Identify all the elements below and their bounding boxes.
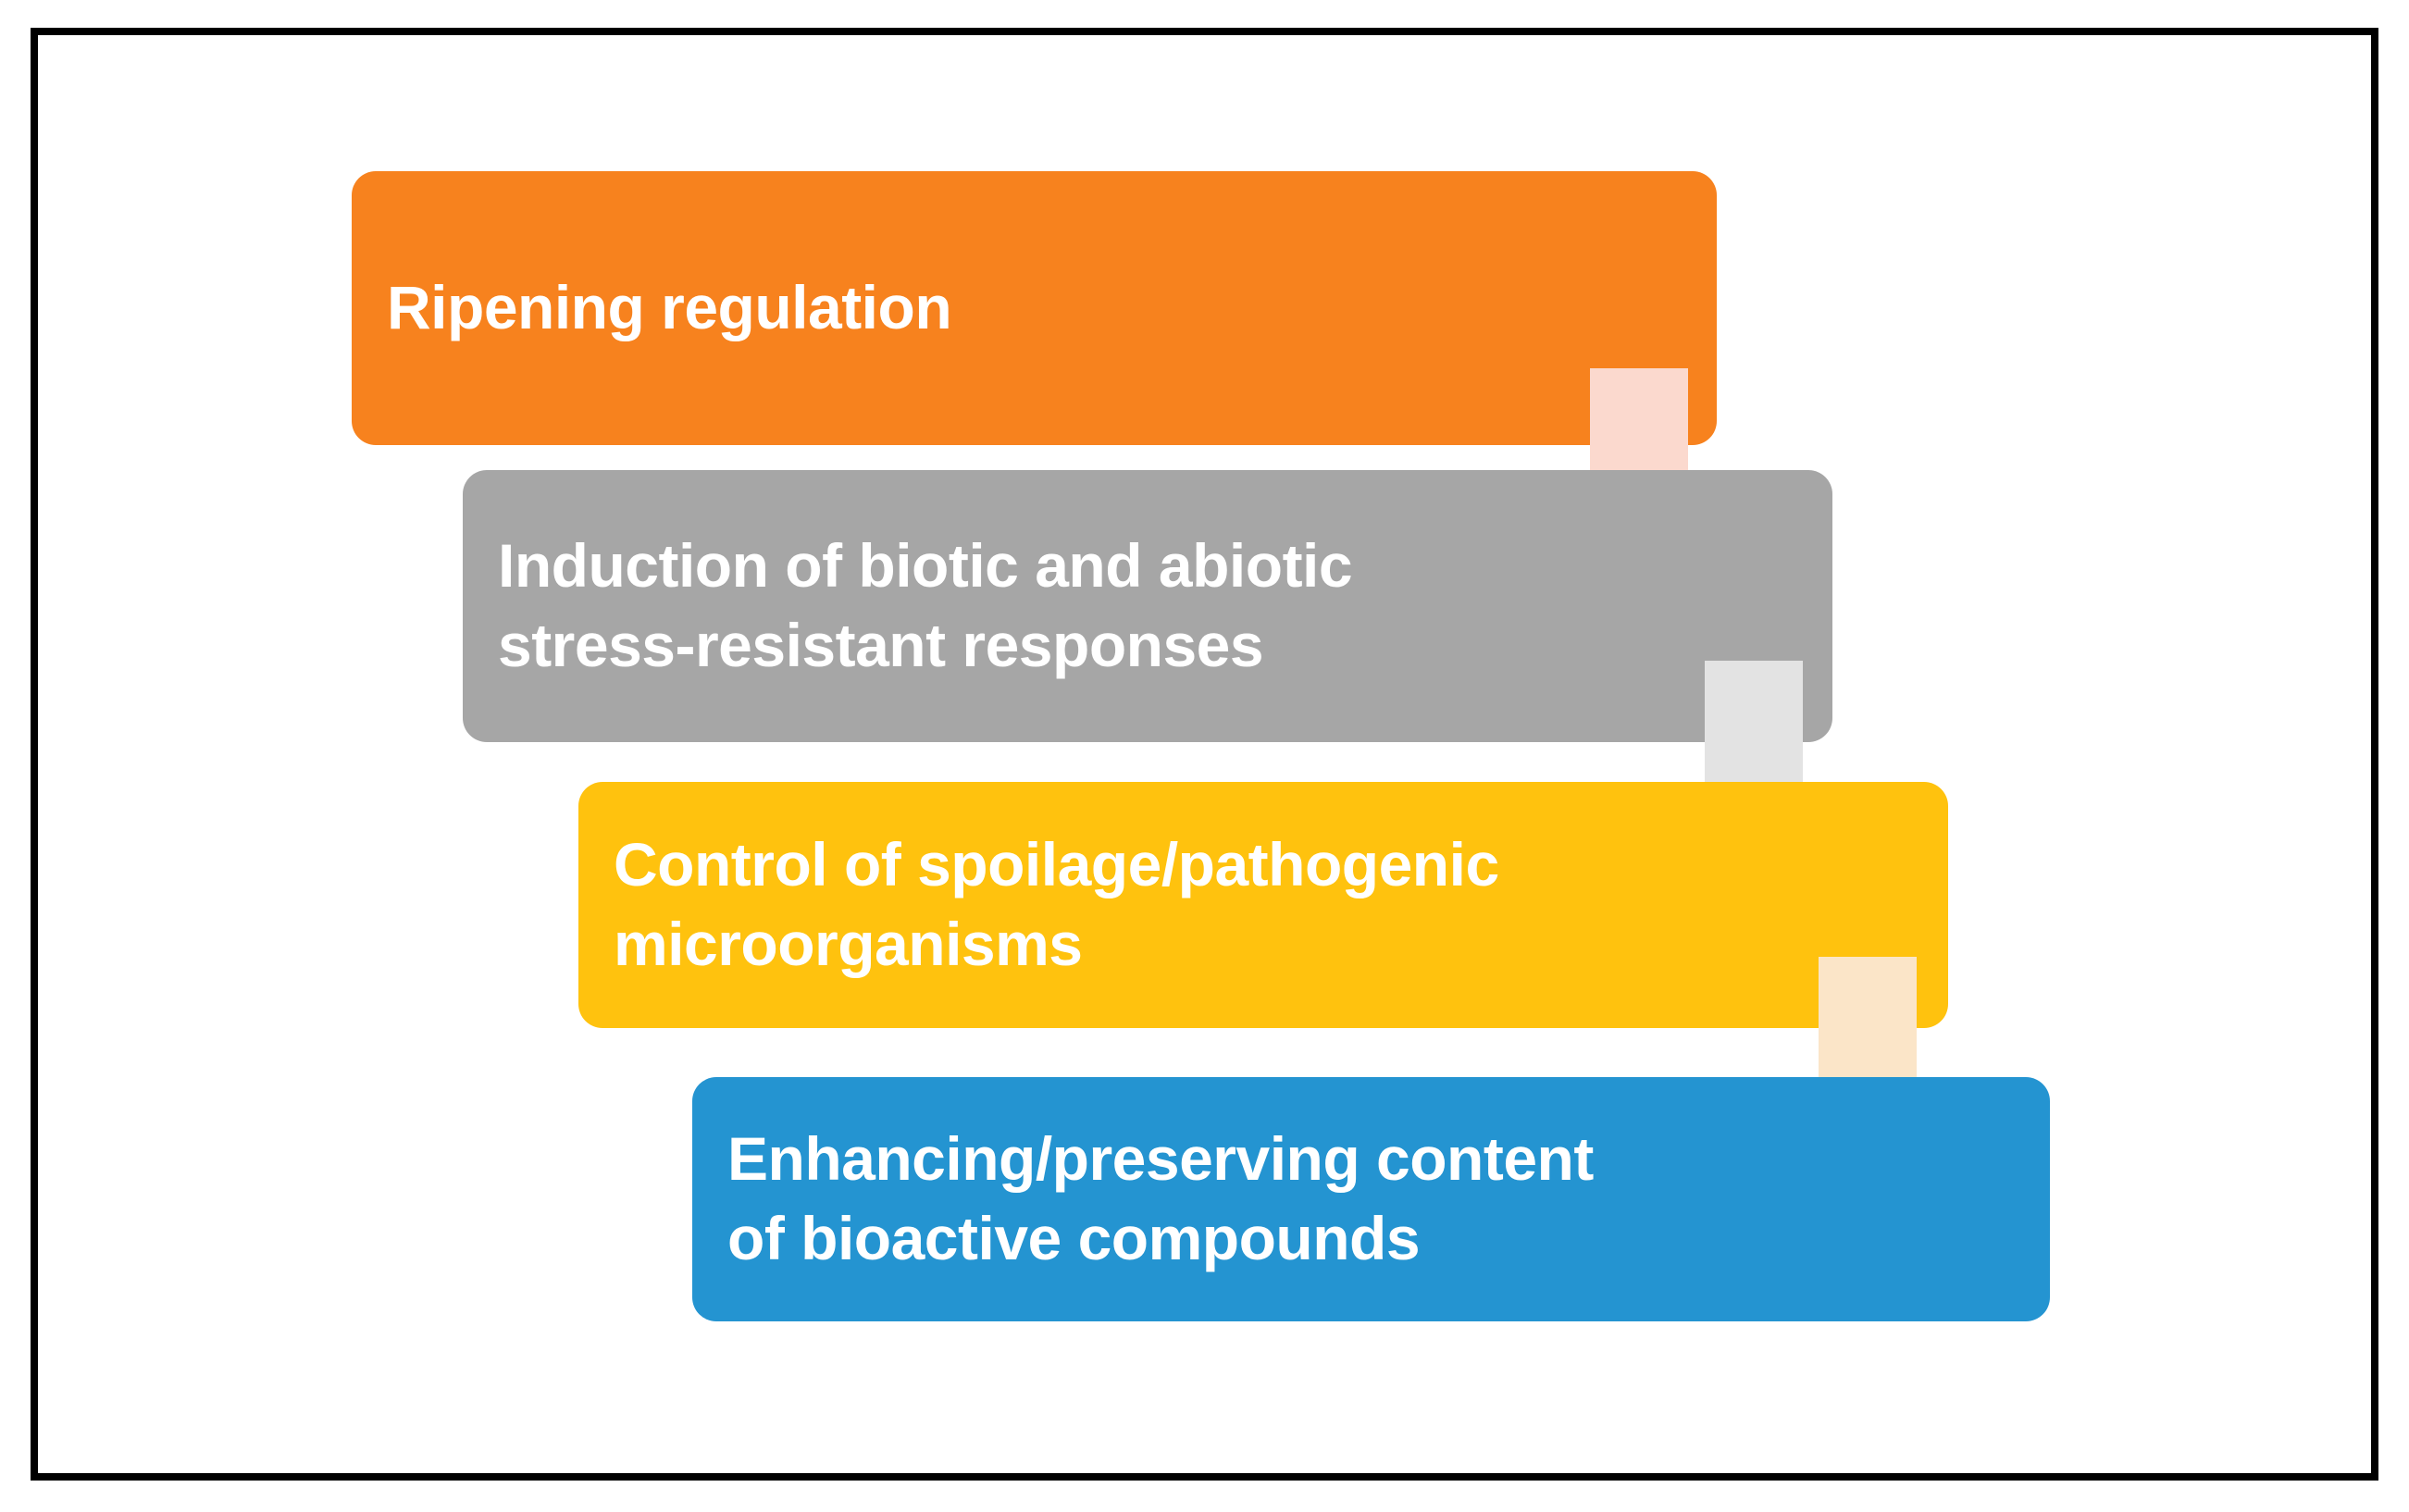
process-box-control-of-microorganisms[interactable]: Control of spoilage/pathogenic microorga…: [578, 782, 1948, 1028]
process-box-label: Control of spoilage/pathogenic microorga…: [614, 830, 1499, 978]
process-box-bioactive-compounds[interactable]: Enhancing/preserving content of bioactiv…: [692, 1077, 2050, 1321]
process-box-label: Ripening regulation: [387, 273, 952, 342]
process-box-stress-resistant-responses[interactable]: Induction of biotic and abiotic stress-r…: [463, 470, 1832, 742]
process-box-ripening-regulation[interactable]: Ripening regulation: [352, 171, 1717, 445]
process-box-label: Induction of biotic and abiotic stress-r…: [498, 531, 1353, 679]
process-box-label: Enhancing/preserving content of bioactiv…: [727, 1124, 1594, 1272]
